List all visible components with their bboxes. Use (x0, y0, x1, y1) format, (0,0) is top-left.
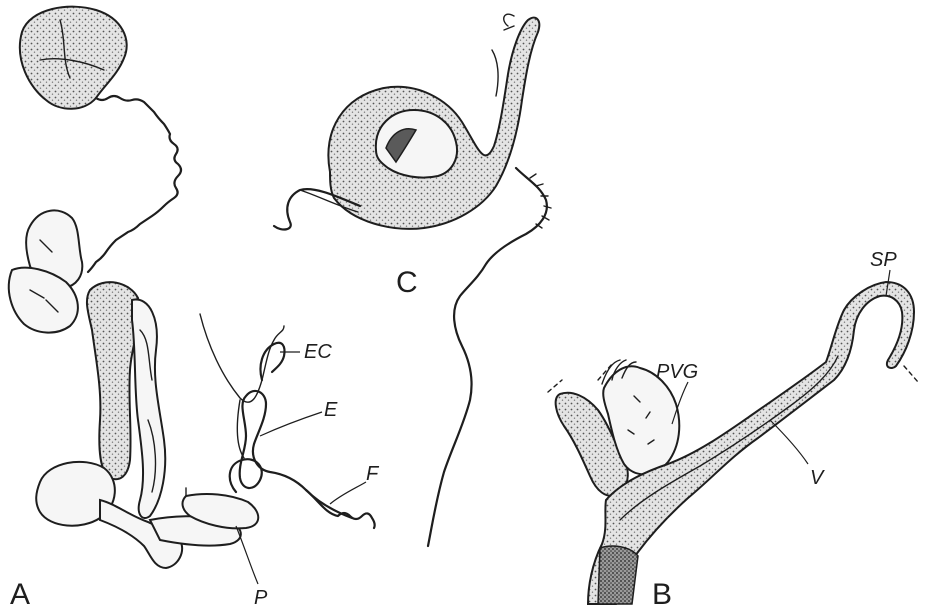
prostate-fold (132, 300, 165, 518)
spiny-appendage (428, 168, 547, 546)
panel-a-drawing (9, 7, 375, 568)
leader-v (770, 420, 808, 464)
label-e: E (324, 399, 338, 421)
leader-e (260, 412, 322, 436)
panel-letter-c: C (396, 266, 418, 299)
label-p: P (254, 587, 268, 609)
panel-b-drawing (548, 282, 918, 604)
flagellum (306, 490, 375, 528)
epiphallar-caecum (261, 343, 285, 380)
coiled-duct (88, 96, 181, 272)
leader-p (236, 526, 258, 584)
basal-block (598, 546, 638, 604)
label-sp: SP (870, 249, 897, 271)
label-v: V (810, 467, 825, 489)
label-pvg: PVG (656, 361, 698, 383)
penis-tip-loop (504, 14, 514, 26)
vas-deferens (200, 314, 284, 402)
label-ec: EC (304, 341, 332, 363)
panel-letter-b: B (652, 578, 672, 611)
label-f: F (366, 463, 380, 485)
leader-lines (236, 270, 890, 584)
leader-f (330, 482, 366, 504)
gonad-organ (20, 7, 127, 109)
panel-letter-a: A (10, 578, 30, 611)
